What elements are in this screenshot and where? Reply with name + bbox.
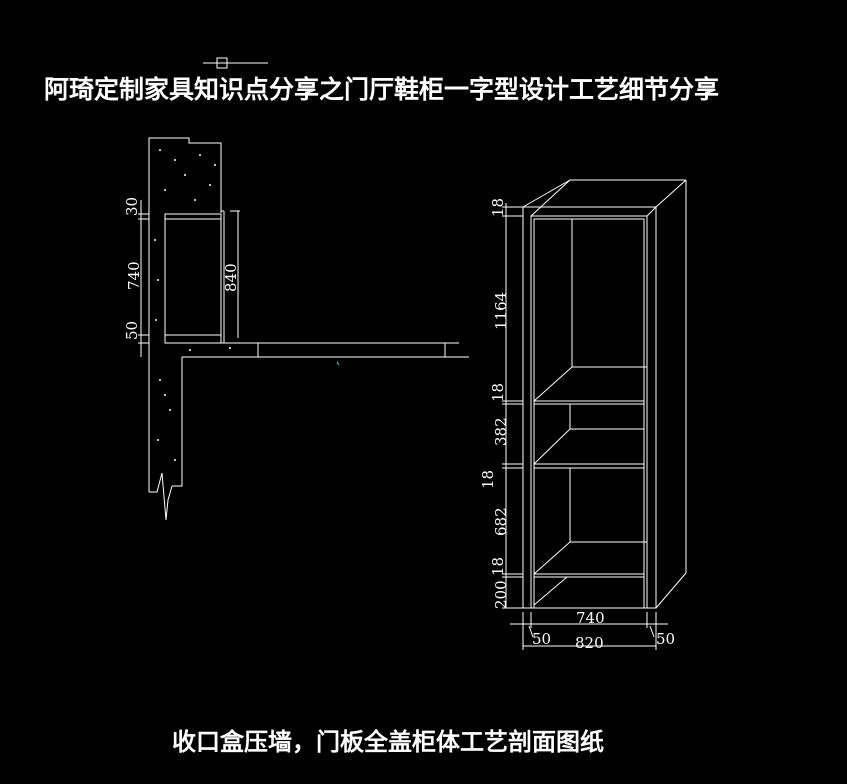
shoe-cabinet-box bbox=[164, 210, 225, 344]
dim-shelf-1: 18 bbox=[489, 383, 507, 402]
dim-total-width: 820 bbox=[575, 634, 604, 652]
dim-plinth: 200 bbox=[492, 580, 510, 609]
wall-section bbox=[148, 137, 469, 521]
dim-total-height: 840 bbox=[222, 263, 240, 292]
dim-inner-width: 740 bbox=[576, 609, 605, 627]
dim-left-side: 50 bbox=[532, 630, 551, 648]
dim-middle-bay: 382 bbox=[492, 417, 510, 446]
cabinet-shelves bbox=[533, 219, 647, 606]
drawing-title: 阿琦定制家具知识点分享之门厅鞋柜一字型设计工艺细节分享 bbox=[44, 75, 720, 104]
cabinet-frame bbox=[522, 179, 687, 609]
section-dimensions: 30 740 50 840 bbox=[123, 197, 240, 357]
dim-shelf-3: 18 bbox=[489, 557, 507, 576]
dim-upper-bay: 1164 bbox=[492, 292, 510, 330]
dim-right-side: 50 bbox=[656, 630, 675, 648]
dim-shelf-2: 18 bbox=[479, 470, 497, 489]
title-marker bbox=[203, 57, 268, 69]
dim-top-panel: 18 bbox=[489, 198, 507, 217]
drawing-caption: 收口盒压墙，门板全盖柜体工艺剖面图纸 bbox=[172, 727, 604, 756]
dim-bottom-gap: 50 bbox=[123, 321, 141, 340]
dim-lower-bay: 682 bbox=[492, 507, 510, 536]
dim-top-gap: 30 bbox=[123, 197, 141, 216]
cabinet-dimensions: 18 1164 18 382 18 682 18 200 740 50 820 … bbox=[479, 198, 675, 652]
wall-hatch bbox=[154, 149, 231, 461]
dim-inner-height: 740 bbox=[125, 261, 143, 290]
